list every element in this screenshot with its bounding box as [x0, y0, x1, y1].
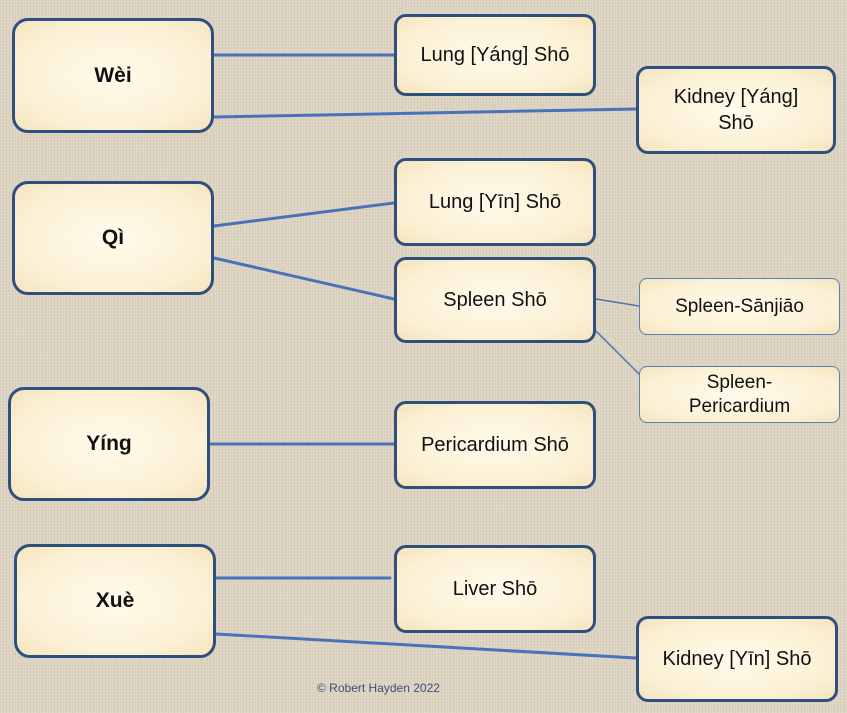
sub-spleen-sanjiao-box: Spleen-Sānjiāo: [639, 278, 840, 335]
category-wei-label: Wèi: [94, 63, 132, 87]
line-xue-kidney-yin: [214, 632, 638, 660]
sho-kidney-yang-label: Kidney [Yáng] Shō: [673, 86, 799, 134]
sub-spleen-sanjiao-label: Spleen-Sānjiāo: [675, 295, 804, 317]
sho-lung-yang-box: Lung [Yáng] Shō: [394, 14, 596, 96]
sho-spleen-label: Spleen Shō: [443, 289, 547, 311]
line-qi-spleen: [212, 256, 396, 301]
category-xue-box: Xuè: [14, 544, 216, 658]
sub-spleen-pericardium-label: Spleen-Pericardium: [688, 371, 791, 417]
copyright-notice: © Robert Hayden 2022: [317, 681, 440, 695]
sho-kidney-yin-box: Kidney [Yīn] Shō: [636, 616, 838, 702]
sho-liver-box: Liver Shō: [394, 545, 596, 633]
sho-pericardium-label: Pericardium Shō: [421, 434, 569, 456]
category-qi-label: Qì: [101, 226, 125, 249]
sub-spleen-pericardium-box: Spleen-Pericardium: [639, 366, 840, 423]
sho-kidney-yin-label: Kidney [Yīn] Shō: [662, 648, 812, 670]
category-wei-box: Wèi: [12, 18, 214, 133]
category-ying-label: Yíng: [86, 432, 132, 455]
sho-lung-yin-box: Lung [Yīn] Shō: [394, 158, 596, 246]
sho-spleen-box: Spleen Shō: [394, 257, 596, 343]
sho-lung-yin-label: Lung [Yīn] Shō: [428, 191, 562, 213]
line-wei-kidney-yang: [212, 107, 638, 119]
sho-liver-label: Liver Shō: [452, 578, 538, 600]
line-spleen-pericardium: [595, 330, 640, 375]
line-spleen-sanjiao: [595, 298, 640, 307]
category-ying-box: Yíng: [8, 387, 210, 501]
category-qi-box: Qì: [12, 181, 214, 295]
line-qi-lung-yin: [212, 201, 396, 228]
sho-lung-yang-label: Lung [Yáng] Shō: [420, 44, 570, 66]
sho-kidney-yang-box: Kidney [Yáng] Shō: [636, 66, 836, 154]
category-xue-label: Xuè: [95, 589, 135, 612]
sho-pericardium-box: Pericardium Shō: [394, 401, 596, 489]
